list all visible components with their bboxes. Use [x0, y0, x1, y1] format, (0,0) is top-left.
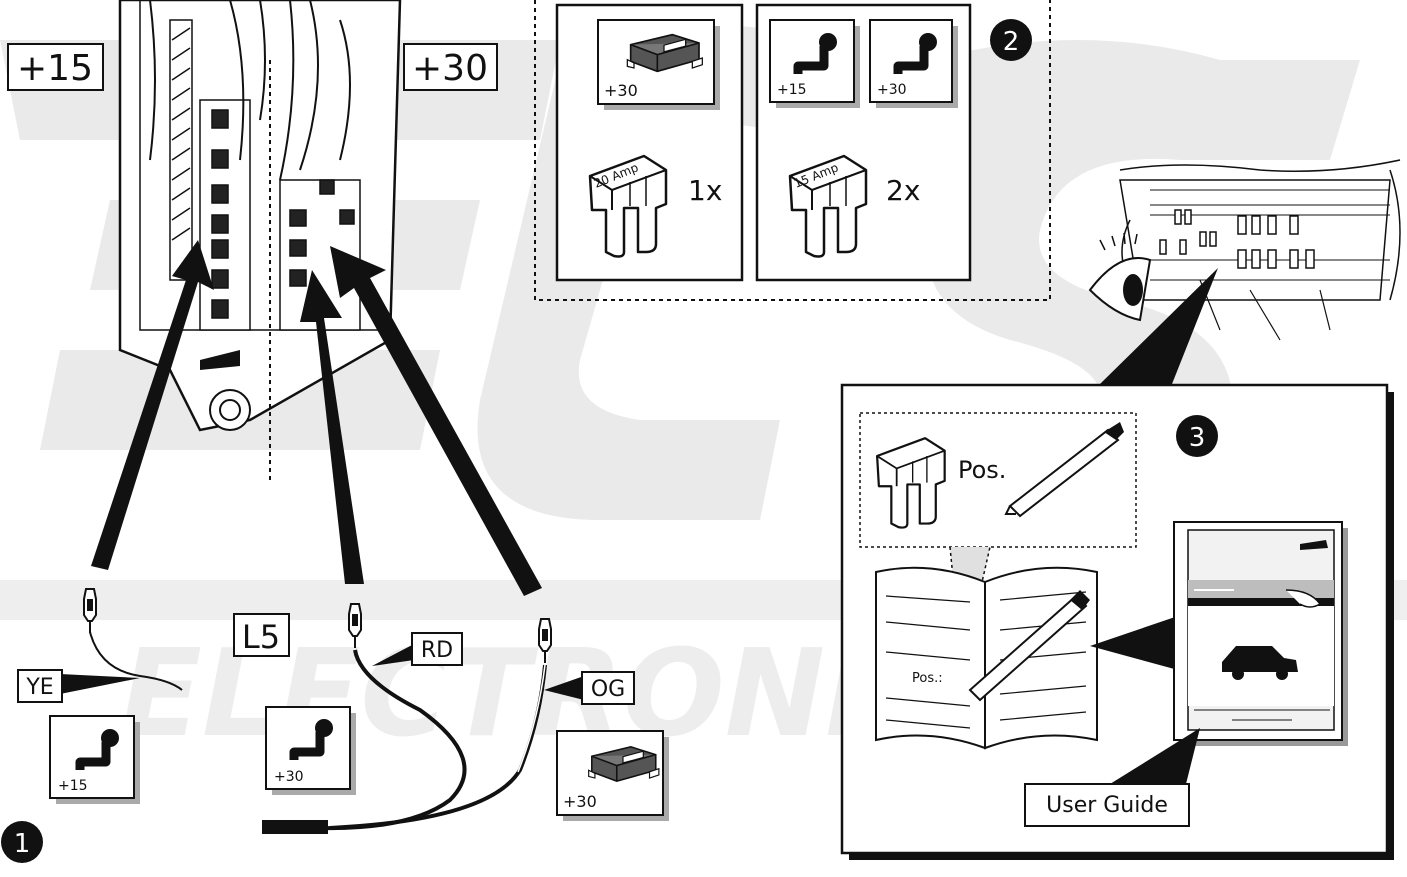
step-1-marker: 1 [1, 821, 43, 863]
svg-text:1: 1 [14, 829, 31, 859]
svg-text:OG: OG [591, 677, 625, 702]
svg-text:+15: +15 [777, 82, 807, 98]
wire-connector-icon [83, 588, 97, 634]
svg-text:1x: 1x [688, 174, 722, 207]
svg-text:L5: L5 [242, 618, 280, 656]
manual-icon: Pos.: [875, 566, 1098, 750]
fuse-panel-view [1088, 159, 1401, 341]
fuse-box-icon [118, 0, 402, 432]
wire-label-og: OG [544, 671, 635, 705]
svg-text:+30: +30 [604, 81, 638, 100]
svg-text:+30: +30 [412, 48, 488, 89]
svg-text:Pos.: Pos. [958, 456, 1006, 484]
svg-text:Pos.:: Pos.: [912, 671, 943, 686]
wire-harness [83, 588, 552, 834]
svg-text:+30: +30 [563, 792, 597, 811]
step-2-marker: 2 [990, 19, 1032, 61]
wire-label-rd: RD [372, 632, 463, 666]
step-3-panel: Pos. Pos.: [840, 268, 1394, 860]
car-icon [1222, 646, 1298, 680]
label-plus15: +15 [7, 43, 104, 91]
svg-text:2x: 2x [886, 174, 920, 207]
connector-label: L5 [233, 613, 290, 657]
svg-text:+15: +15 [17, 48, 93, 89]
wire-tag-og: +30 [556, 730, 669, 821]
user-guide-booklet [1173, 521, 1348, 746]
wire-tag-ye: +15 [49, 715, 140, 804]
label-plus30: +30 [403, 43, 498, 91]
svg-text:+30: +30 [877, 82, 907, 98]
user-guide-label: User Guide [1046, 793, 1168, 818]
parts-kit: +30 20 Amp 1x +15 +30 15 Amp 2x [534, 0, 1051, 301]
svg-text:RD: RD [421, 638, 453, 663]
svg-text:+30: +30 [274, 769, 304, 785]
wire-label-ye: YE [17, 669, 140, 703]
step-3-marker: 3 [1176, 415, 1218, 457]
insert-arrows [91, 240, 542, 596]
svg-text:3: 3 [1189, 423, 1206, 453]
wire-tag-rd: +30 [265, 706, 356, 795]
svg-text:2: 2 [1003, 27, 1020, 57]
pen-icon [1004, 422, 1124, 518]
svg-text:+15: +15 [58, 778, 88, 794]
svg-text:YE: YE [25, 675, 53, 700]
eye-icon [1088, 232, 1152, 322]
